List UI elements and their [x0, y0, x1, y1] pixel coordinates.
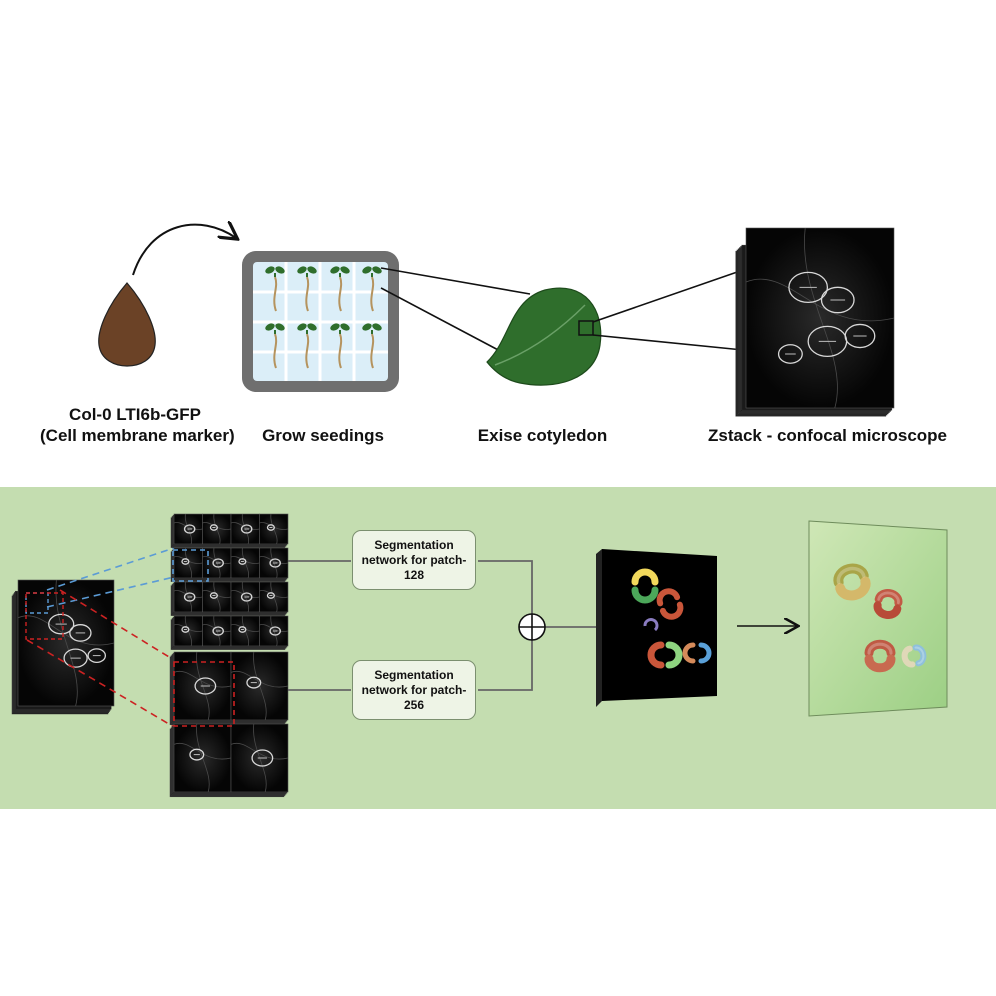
connector: [478, 560, 533, 614]
segmentation-network-256-label: Segmentation network for patch-256: [361, 667, 467, 712]
zoom-line: [592, 334, 744, 351]
connector: [478, 640, 533, 691]
seedling-icon: [362, 323, 382, 369]
step-1-line-2: (Cell membrane marker): [40, 426, 235, 445]
zoom-line: [592, 269, 744, 323]
zoom-line: [380, 267, 531, 295]
seedling-icon: [330, 266, 350, 312]
seedling-icon: [265, 266, 285, 312]
seedling-icon: [362, 266, 382, 312]
step-3-label: Exise cotyledon: [477, 426, 608, 445]
segmentation-network-256-box: Segmentation network for patch-256: [352, 660, 476, 720]
seed-to-plate-arrow: [132, 225, 236, 276]
zoom-line: [380, 287, 503, 353]
patch-256-grid: [169, 651, 289, 798]
cotyledon-leaf-icon: [486, 287, 602, 386]
patch-128-zoom-lines: [46, 547, 175, 608]
segmentation-network-128-box: Segmentation network for patch-128: [352, 530, 476, 590]
patch-128-grid: [170, 513, 289, 650]
patch-128-highlight: [172, 549, 209, 582]
confocal-stack-icon: [735, 227, 895, 417]
source-image-stack: [11, 579, 115, 715]
seedling-icon: [297, 323, 317, 369]
seed-icon: [98, 282, 156, 367]
seedling-icon: [297, 266, 317, 312]
step-4-label: Zstack - confocal microscope: [707, 426, 948, 445]
step-2-label: Grow seedings: [262, 426, 384, 445]
step-1-line-1: Col-0 LTI6b-GFP: [69, 405, 201, 424]
patch-256-zoom-lines: [26, 589, 175, 728]
segmentation-network-128-label: Segmentation network for patch-128: [361, 537, 467, 582]
petri-plate-icon: [242, 251, 399, 392]
segmentation-mask-icon: [596, 549, 717, 707]
combine-operator: [518, 613, 546, 641]
seedling-icon: [265, 323, 285, 369]
seedling-icon: [330, 323, 350, 369]
step-1-label: Col-0 LTI6b-GFP (Cell membrane marker): [40, 404, 235, 446]
3d-reconstruction-icon: [808, 520, 948, 717]
patch-256-highlight: [173, 661, 235, 727]
